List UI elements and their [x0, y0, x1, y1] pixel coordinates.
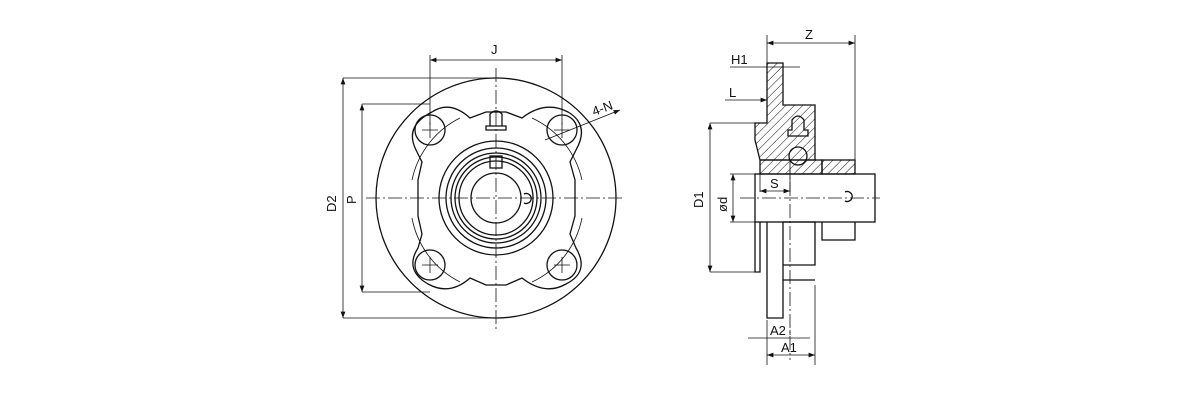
- dim-H1: H1: [731, 52, 748, 67]
- side-view: Z H1 L D1 ød S A2 A1: [691, 27, 880, 365]
- housing-rim: [411, 117, 583, 283]
- dim-L: L: [729, 85, 736, 100]
- ball: [788, 146, 808, 166]
- grease-nipple: [485, 110, 507, 131]
- housing-outline: [411, 106, 583, 290]
- dim-P: P: [344, 195, 359, 204]
- front-view: J D2 P 4-N: [324, 42, 625, 330]
- dim-4-N: 4-N: [590, 98, 615, 119]
- dim-A2: A2: [770, 323, 786, 338]
- flange-section: [754, 62, 816, 161]
- dim-Z: Z: [805, 27, 813, 42]
- grease-nipple-side: [787, 115, 809, 137]
- dim-A1: A1: [781, 340, 797, 355]
- dim-D1: D1: [691, 191, 706, 208]
- dim-D2: D2: [324, 195, 339, 212]
- collar-section: [821, 159, 856, 175]
- dim-S: S: [770, 176, 779, 191]
- dim-J: J: [491, 42, 498, 57]
- dim-d: ød: [715, 197, 730, 212]
